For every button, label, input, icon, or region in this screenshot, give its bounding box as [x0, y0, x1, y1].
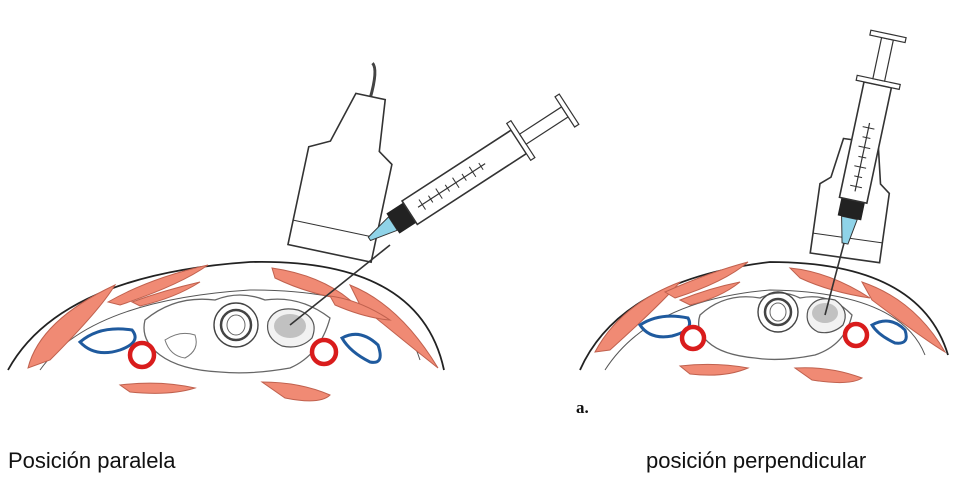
- trachea-right: [758, 292, 798, 332]
- paratracheal-outline: [165, 333, 196, 358]
- injectate-spread: [274, 314, 306, 338]
- artery-left: [130, 343, 154, 367]
- muscle-r-bottom-left: [680, 364, 748, 375]
- muscle-bottom-left: [120, 383, 195, 393]
- artery-right-left: [682, 327, 704, 349]
- muscle-r-bottom-right: [795, 368, 862, 383]
- muscle-right-strap: [272, 268, 350, 300]
- muscle-bottom-right: [262, 382, 330, 401]
- perpendicular-panel: [580, 29, 948, 382]
- vein-right: [342, 334, 380, 362]
- caption-perpendicular: posición perpendicular: [646, 448, 866, 474]
- trachea: [214, 303, 258, 347]
- vein-left: [80, 329, 135, 353]
- vein-right-right: [872, 321, 906, 343]
- parallel-panel: [8, 54, 581, 401]
- muscle-left-outer: [28, 285, 115, 368]
- syringe-icon: [357, 91, 581, 258]
- artery-right-right: [845, 324, 867, 346]
- panel-label: a.: [576, 398, 589, 418]
- caption-parallel: Posición paralela: [8, 448, 176, 474]
- artery-right: [312, 340, 336, 364]
